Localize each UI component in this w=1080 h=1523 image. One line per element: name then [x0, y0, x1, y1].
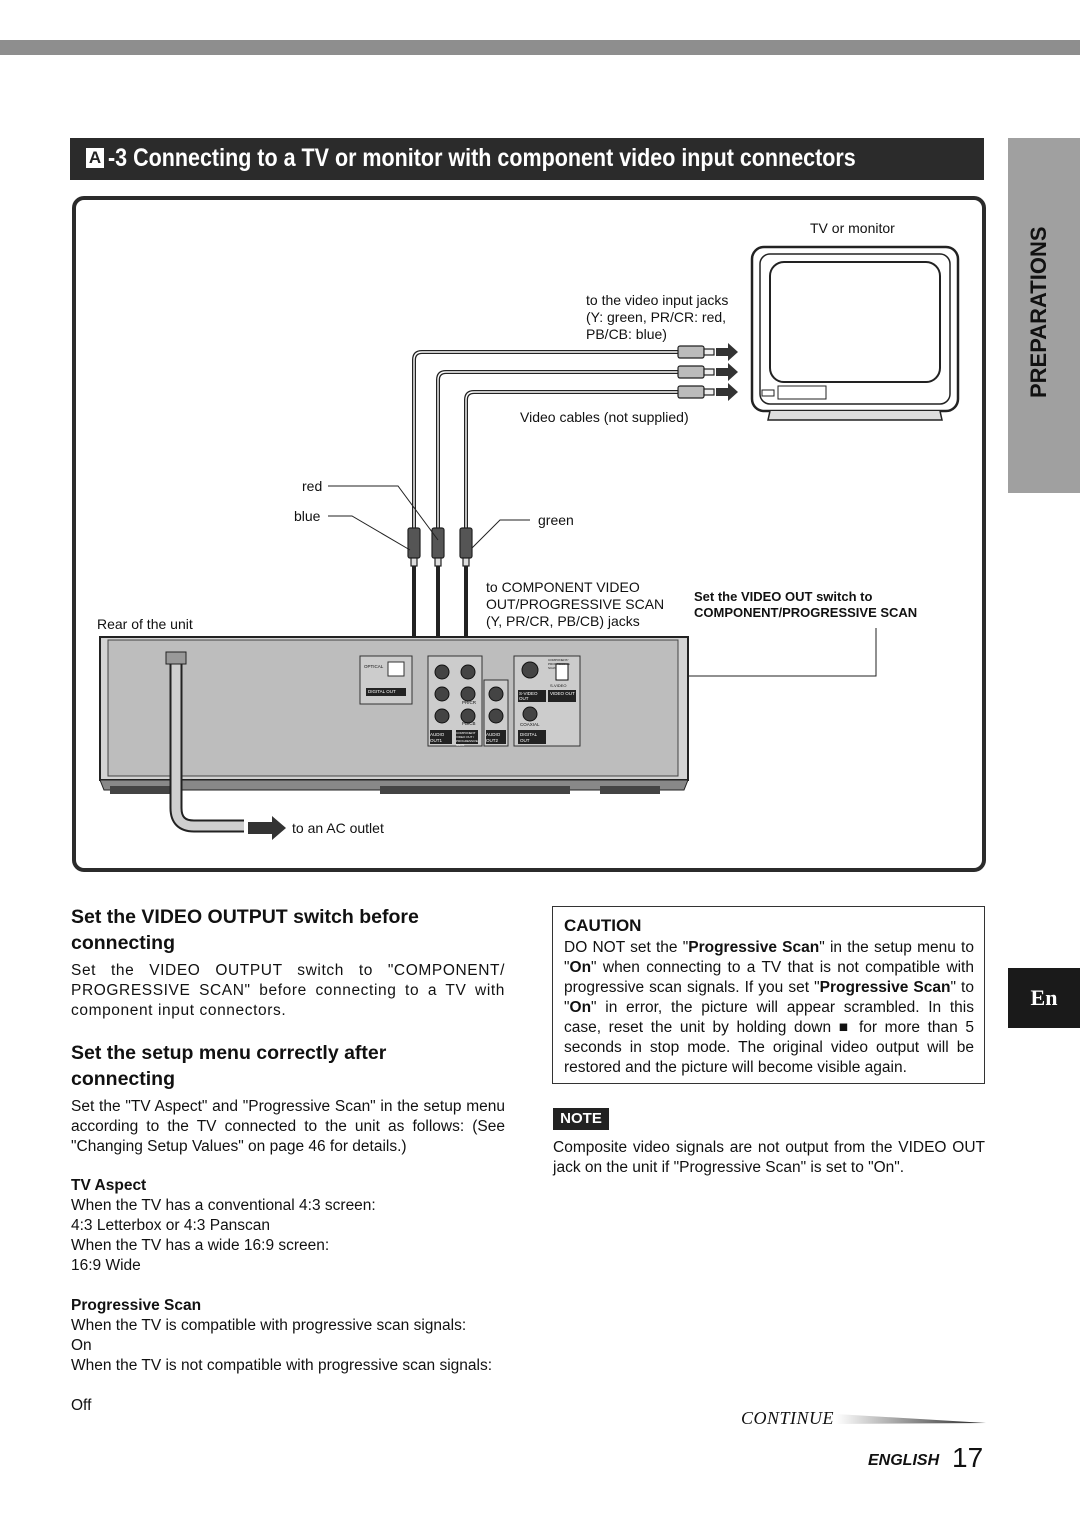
panel-pr: PR/CR	[462, 700, 477, 705]
ac-arrow-icon	[248, 816, 286, 840]
rear-label: Rear of the unit	[97, 616, 193, 632]
panel-pb: PB/CB	[462, 721, 476, 726]
tv-aspect-heading: TV Aspect	[71, 1177, 147, 1194]
caution-heading: CAUTION	[564, 916, 642, 935]
panel-switch-top: COMPONENT/ PROGRESSIVE SCAN	[548, 658, 570, 670]
ac-outlet-label: to an AC outlet	[292, 820, 384, 836]
panel-component: COMPONENT VIDEO OUT / PROGRESSIVE SCAN	[456, 731, 478, 747]
stop-icon: ■	[838, 1019, 852, 1036]
blue-label: blue	[294, 508, 321, 524]
panel-coaxial: COAXIAL	[520, 722, 540, 727]
input-jacks-label-1: to the video input jacks	[586, 292, 729, 308]
tv-plugs	[677, 345, 715, 399]
tv-illustration	[750, 245, 960, 421]
green-label: green	[538, 512, 574, 528]
arrow-icons	[716, 343, 738, 401]
tv-aspect-line-2: 4:3 Letterbox or 4:3 Panscan	[71, 1217, 271, 1234]
panel-video-out: VIDEO OUT	[550, 691, 575, 696]
component-label-3: (Y, PR/CR, PB/CB) jacks	[486, 613, 640, 629]
side-tab-preparations: PREPARATIONS	[1008, 138, 1080, 493]
section-badge: A	[86, 148, 104, 168]
component-label-1: to COMPONENT VIDEO	[486, 579, 640, 595]
heading-setup-menu-1: Set the setup menu correctly after	[71, 1042, 387, 1064]
tv-aspect-line-4: 16:9 Wide	[71, 1257, 141, 1274]
progressive-scan-heading: Progressive Scan	[71, 1297, 202, 1314]
panel-switch-bottom: S-VIDEO	[550, 683, 567, 688]
component-label-2: OUT/PROGRESSIVE SCAN	[486, 596, 665, 612]
input-jacks-label-3: PB/CB: blue)	[586, 326, 667, 342]
panel-audio-out2: AUDIO OUT2	[486, 732, 501, 743]
red-label: red	[302, 478, 323, 494]
paragraph-setup-menu: Set the "TV Aspect" and "Progressive Sca…	[71, 1098, 505, 1155]
connection-diagram-frame	[72, 196, 986, 872]
panel-digital-out: DIGITAL OUT	[368, 689, 396, 694]
continue-label: CONTINUE	[741, 1408, 835, 1428]
progressive-line-5: Off	[71, 1397, 92, 1414]
heading-setup-menu-2: connecting	[71, 1068, 176, 1090]
progressive-line-1: When the TV is compatible with progressi…	[71, 1317, 467, 1334]
page-number: 17	[952, 1442, 984, 1473]
switch-label-2: COMPONENT/PROGRESSIVE SCAN	[694, 605, 918, 620]
caution-text: DO NOT set the "Progressive Scan" in the…	[564, 939, 974, 1076]
continue-arrow-icon	[836, 1414, 986, 1424]
tv-label: TV or monitor	[810, 220, 895, 236]
input-jacks-label-2: (Y: green, PR/CR: red,	[586, 309, 727, 325]
cables-label: Video cables (not supplied)	[520, 409, 689, 425]
tv-aspect-line-3: When the TV has a wide 16:9 screen:	[71, 1237, 330, 1254]
paragraph-video-output: Set the VIDEO OUTPUT switch to "COMPONEN…	[71, 962, 505, 1019]
note-text: Composite video signals are not output f…	[553, 1139, 985, 1176]
top-rule	[0, 40, 1080, 55]
unit-plugs	[407, 527, 473, 567]
heading-video-output-2: connecting	[71, 932, 176, 954]
heading-video-output-1: Set the VIDEO OUTPUT switch before	[71, 906, 419, 928]
section-title: -3 Connecting to a TV or monitor with co…	[108, 144, 856, 172]
caution-box: CAUTION DO NOT set the "Progressive Scan…	[552, 906, 985, 1084]
language-tab: En	[1008, 968, 1080, 1028]
panel-digital-out2: DIGITAL OUT	[520, 732, 538, 743]
progressive-line-2: On	[71, 1337, 92, 1354]
switch-label-1: Set the VIDEO OUT switch to	[694, 589, 873, 604]
tv-aspect-line-1: When the TV has a conventional 4:3 scree…	[71, 1197, 376, 1214]
section-title-bar: A -3 Connecting to a TV or monitor with …	[70, 138, 984, 180]
note-badge: NOTE	[553, 1108, 609, 1130]
panel-s-video-out: S-VIDEO OUT	[519, 691, 538, 701]
footer-language: ENGLISH	[868, 1452, 940, 1469]
panel-audio-out1: AUDIO OUT1	[430, 732, 445, 743]
panel-optical: OPTICAL	[364, 664, 384, 669]
progressive-line-3: When the TV is not compatible with progr…	[71, 1357, 492, 1374]
unit-rear-illustration	[99, 636, 689, 794]
